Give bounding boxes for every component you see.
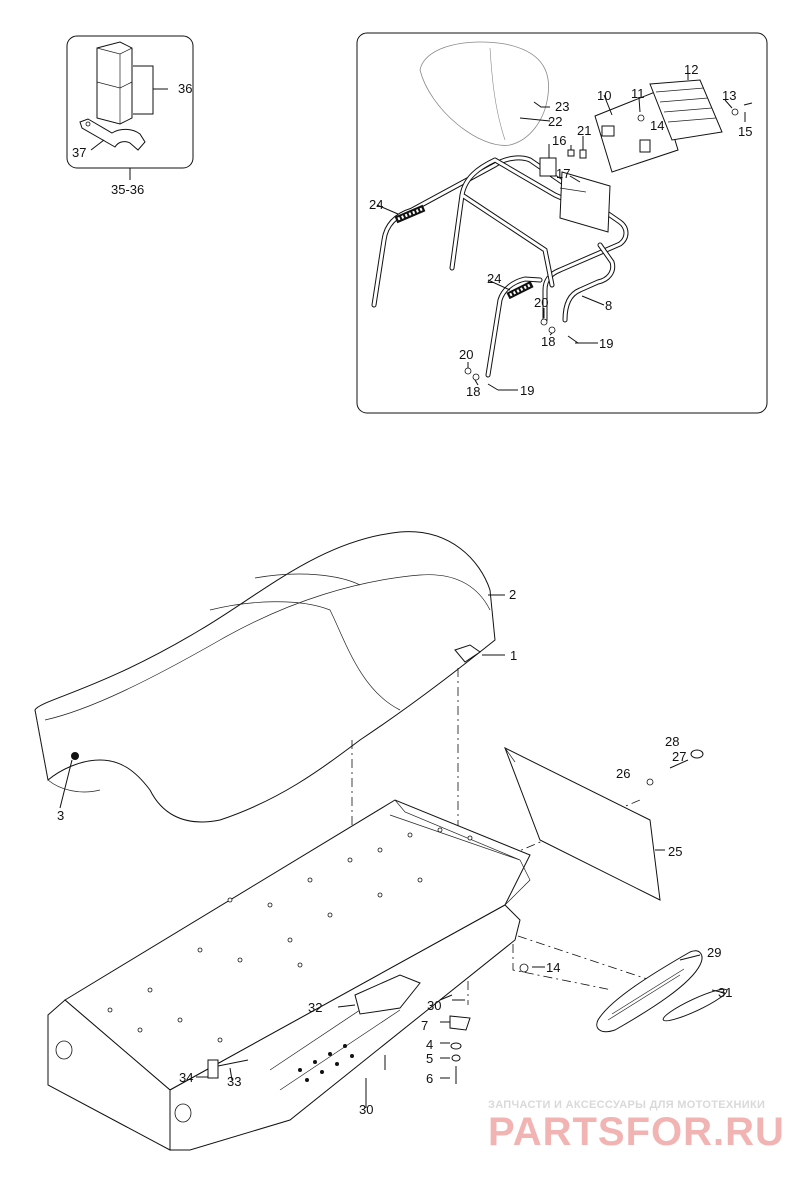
callout-20-right: 20 — [534, 295, 548, 310]
callout-20-left: 20 — [459, 347, 473, 362]
callout-30-bottom: 30 — [359, 1102, 373, 1117]
callout-24-mid: 24 — [487, 271, 501, 286]
callout-6: 6 — [426, 1071, 433, 1086]
callout-32: 32 — [308, 1000, 322, 1015]
callout-28: 28 — [665, 734, 679, 749]
callout-19-right: 19 — [599, 336, 613, 351]
kit-label: 35-36 — [111, 182, 144, 197]
callout-8: 8 — [605, 298, 612, 313]
callout-21: 21 — [577, 123, 591, 138]
watermark: ЗАПЧАСТИ И АКСЕССУАРЫ ДЛЯ МОТОТЕХНИКИ PA… — [488, 1099, 785, 1154]
callout-11: 11 — [631, 86, 645, 101]
wrench-part-37 — [79, 118, 146, 151]
reflector-part-29 — [596, 950, 703, 1033]
callout-5: 5 — [426, 1051, 433, 1066]
callout-22: 22 — [548, 114, 562, 129]
callout-27: 27 — [672, 749, 686, 764]
callout-33: 33 — [227, 1074, 241, 1089]
mudflap-part-25 — [504, 746, 661, 901]
callout-16: 16 — [552, 133, 566, 148]
kit-35-36-panel — [66, 35, 194, 180]
watermark-tagline: ЗАПЧАСТИ И АКСЕССУАРЫ ДЛЯ МОТОТЕХНИКИ — [488, 1099, 765, 1111]
callout-4: 4 — [426, 1037, 433, 1052]
callout-23: 23 — [555, 99, 569, 114]
callout-29: 29 — [707, 945, 721, 960]
callout-14-top: 14 — [650, 118, 664, 133]
callout-18-left: 18 — [466, 384, 480, 399]
callout-18-right: 18 — [541, 334, 555, 349]
callout-36: 36 — [178, 81, 192, 96]
bracket-part-17 — [539, 157, 611, 233]
frame-base — [47, 799, 531, 1151]
callout-19-left: 19 — [520, 383, 534, 398]
callout-10: 10 — [597, 88, 611, 103]
callout-30-top: 30 — [427, 998, 441, 1013]
cylinder-part-36 — [96, 41, 133, 125]
seat-part-2 — [34, 531, 496, 823]
callout-labels: 36 37 35-36 12 10 11 13 14 15 23 22 21 1… — [57, 62, 752, 1117]
callout-1: 1 — [510, 648, 517, 663]
seat-backrest-part-22 — [419, 41, 549, 146]
callout-13: 13 — [722, 88, 736, 103]
watermark-brand: PARTSFOR.RU — [488, 1110, 785, 1154]
callout-26: 26 — [616, 766, 630, 781]
callout-31: 31 — [718, 985, 732, 1000]
callout-12: 12 — [684, 62, 698, 77]
callout-24-left: 24 — [369, 197, 383, 212]
frame-holes — [107, 827, 473, 1043]
callout-25: 25 — [668, 844, 682, 859]
callout-2: 2 — [509, 587, 516, 602]
taillight-part-12 — [594, 79, 723, 173]
callout-34: 34 — [179, 1070, 193, 1085]
callout-15: 15 — [738, 124, 752, 139]
callout-37: 37 — [72, 145, 86, 160]
callout-3: 3 — [57, 808, 64, 823]
rack-panel — [356, 32, 768, 414]
callout-17: 17 — [556, 166, 570, 181]
callout-14-main: 14 — [546, 960, 560, 975]
callout-7: 7 — [421, 1018, 428, 1033]
